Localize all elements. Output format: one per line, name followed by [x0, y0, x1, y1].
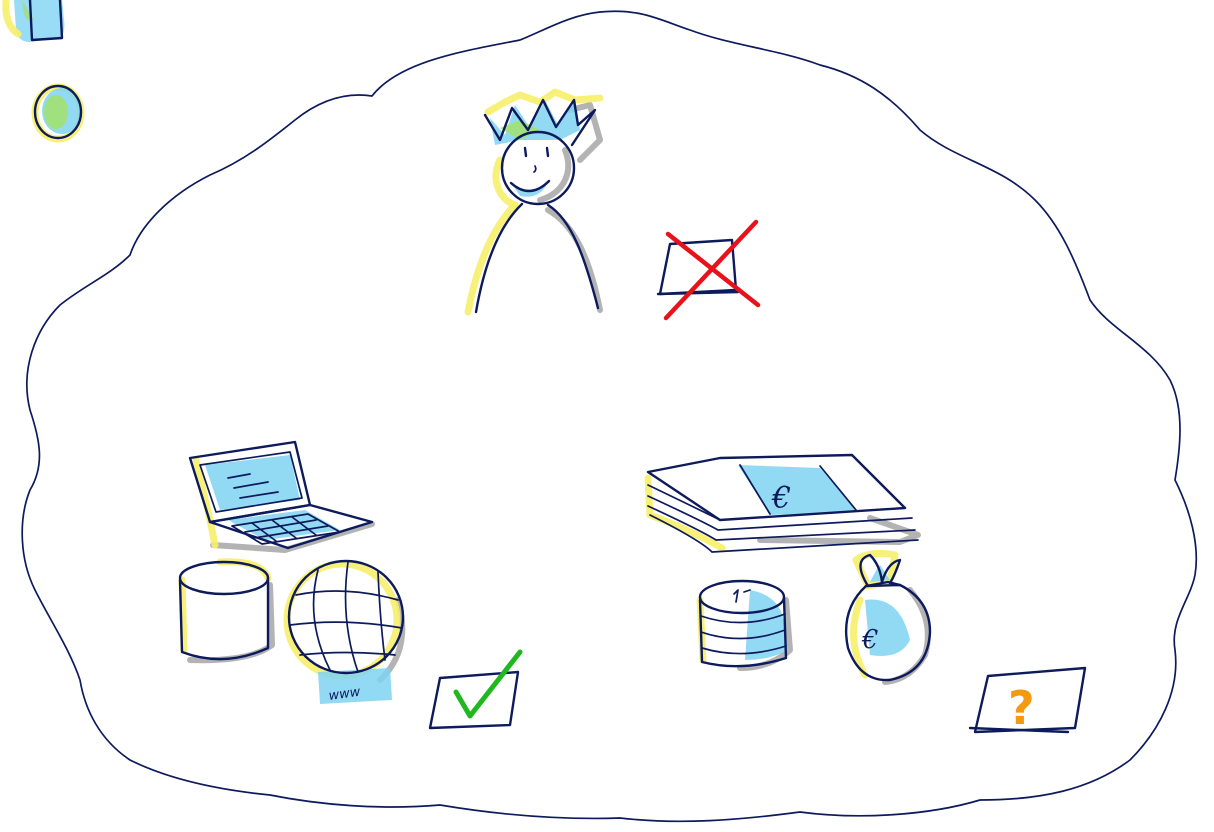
- globe-www-icon: www: [283, 559, 406, 704]
- laptop-icon: [188, 440, 375, 553]
- checked-box-icon: [428, 649, 523, 730]
- partial-marker-icon: [2, 0, 65, 42]
- crossed-box-icon: [656, 219, 761, 321]
- thought-cloud-icon: [21, 10, 1198, 823]
- coin-stack-icon: [696, 579, 793, 671]
- globe-www-label: www: [328, 685, 362, 704]
- money-stack-icon: €: [644, 453, 921, 553]
- small-circle-icon: [31, 83, 85, 143]
- king-person-icon: [464, 88, 604, 316]
- question-mark: ?: [1008, 681, 1035, 735]
- money-bag-currency: €: [861, 625, 879, 655]
- money-stack-currency: €: [771, 481, 791, 516]
- money-bag-icon: €: [844, 549, 932, 685]
- database-cylinder-icon: [178, 558, 275, 664]
- question-box-icon: ?: [968, 666, 1087, 735]
